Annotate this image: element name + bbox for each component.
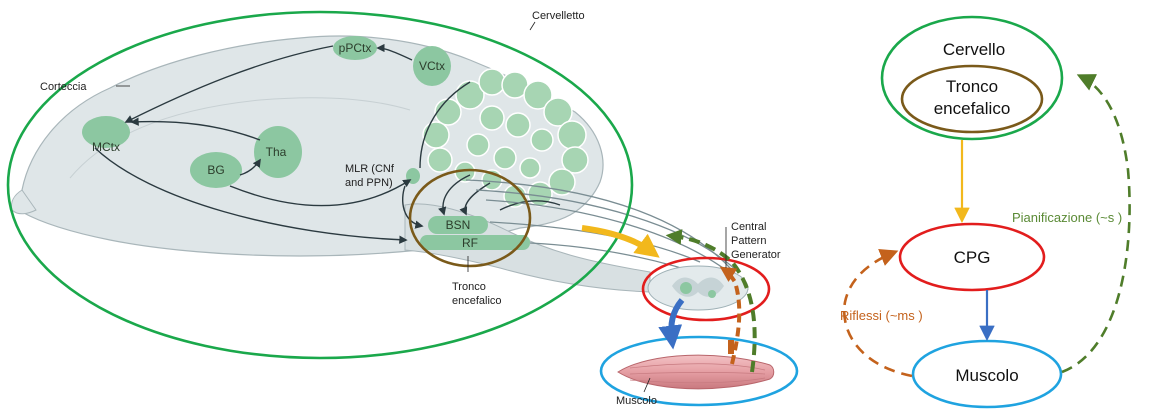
svg-text:Tha: Tha (266, 145, 287, 159)
svg-text:pPCtx: pPCtx (339, 41, 372, 55)
scheme-brain-label: Cervello (943, 40, 1005, 59)
label-cpg-2: Pattern (731, 235, 766, 247)
cerebellum-leader (530, 22, 535, 30)
svg-text:RF: RF (462, 236, 478, 250)
scheme-brainstem-label-2: encefalico (934, 99, 1011, 118)
label-cpg-1: Central (731, 221, 766, 233)
svg-text:VCtx: VCtx (419, 59, 445, 73)
control-scheme: Cervello Tronco encefalico CPG Muscolo P… (840, 17, 1130, 407)
svg-text:BSN: BSN (446, 218, 471, 232)
muscle-spindle-marker (728, 340, 734, 354)
spinal-cord-section (648, 266, 748, 310)
scheme-reflex-label: Riflessi (~ms ) (840, 308, 923, 323)
label-brainstem-2: encefalico (452, 295, 502, 307)
muscle-illustration (618, 355, 774, 389)
label-mlr-1: MLR (CNf (345, 163, 395, 175)
label-muscle: Muscolo (616, 395, 657, 407)
label-mlr-2: and PPN) (345, 177, 393, 189)
scheme-muscle-label: Muscolo (955, 366, 1018, 385)
svg-text:MCtx: MCtx (92, 140, 120, 154)
scheme-planning-label: Pianificazione (~s ) (1012, 210, 1122, 225)
label-cortex: Corteccia (40, 81, 87, 93)
svg-text:BG: BG (207, 163, 224, 177)
scheme-cpg-label: CPG (954, 248, 991, 267)
brain-illustration: pPCtx VCtx MCtx Tha BG BSN RF (8, 10, 797, 407)
label-cpg-3: Generator (731, 249, 781, 261)
scheme-brainstem-label-1: Tronco (946, 77, 998, 96)
label-brainstem-1: Tronco (452, 281, 486, 293)
label-cerebellum: Cervelletto (532, 10, 585, 22)
